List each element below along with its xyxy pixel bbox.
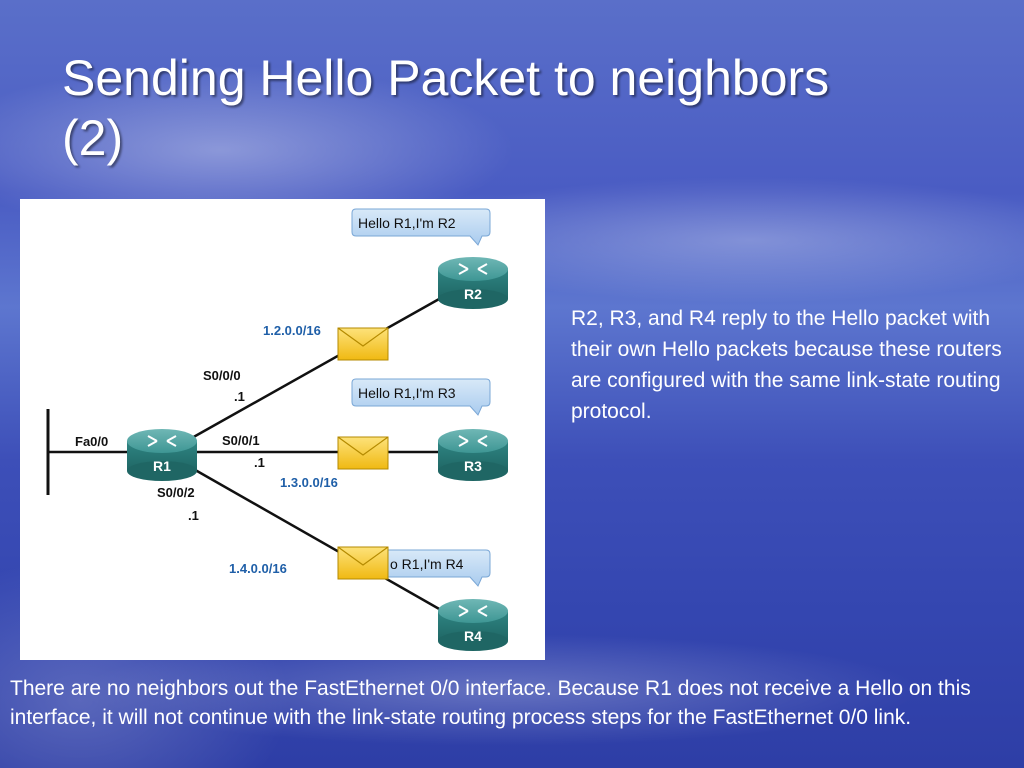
slide-title: Sending Hello Packet to neighbors (2) bbox=[62, 48, 962, 168]
slide-title-line1: Sending Hello Packet to neighbors bbox=[62, 50, 830, 106]
network-label-1-4: 1.4.0.0/16 bbox=[229, 561, 287, 576]
envelope-icon bbox=[337, 546, 389, 580]
network-label-1-2: 1.2.0.0/16 bbox=[263, 323, 321, 338]
slide-title-line2: (2) bbox=[62, 110, 124, 166]
network-label-1-3: 1.3.0.0/16 bbox=[280, 475, 338, 490]
envelope-icon bbox=[337, 327, 389, 361]
hello-bubble-r2-text: Hello R1,I'm R2 bbox=[358, 215, 456, 231]
router-label-r4: R4 bbox=[464, 628, 482, 644]
hello-bubble-r2: Hello R1,I'm R2 bbox=[351, 208, 491, 246]
interface-label-dot1-c: .1 bbox=[188, 508, 199, 523]
interface-label-s001: S0/0/1 bbox=[222, 433, 260, 448]
network-diagram: Hello R1,I'm R2 Hello R1,I'm R3 o R1,I'm… bbox=[20, 199, 545, 660]
router-icon-r1: R1 bbox=[127, 429, 197, 481]
interface-label-fa00: Fa0/0 bbox=[75, 434, 108, 449]
interface-label-dot1-a: .1 bbox=[234, 389, 245, 404]
hello-bubble-r4-text: o R1,I'm R4 bbox=[390, 556, 464, 572]
router-icon-r2: R2 bbox=[438, 257, 508, 309]
router-label-r1: R1 bbox=[153, 458, 171, 474]
link-r1-r2 bbox=[189, 292, 449, 441]
hello-bubble-r3-text: Hello R1,I'm R3 bbox=[358, 385, 456, 401]
interface-label-dot1-b: .1 bbox=[254, 455, 265, 470]
router-icon-r3: R3 bbox=[438, 429, 508, 481]
network-diagram-svg: Hello R1,I'm R2 Hello R1,I'm R3 o R1,I'm… bbox=[46, 208, 508, 651]
router-label-r2: R2 bbox=[464, 286, 482, 302]
hello-bubble-r3: Hello R1,I'm R3 bbox=[351, 378, 491, 416]
link-r1-r4 bbox=[189, 465, 449, 616]
router-label-r3: R3 bbox=[464, 458, 482, 474]
envelope-icon bbox=[337, 436, 389, 470]
interface-label-s002: S0/0/2 bbox=[157, 485, 195, 500]
router-icon-r4: R4 bbox=[438, 599, 508, 651]
description-text: R2, R3, and R4 reply to the Hello packet… bbox=[571, 307, 1002, 423]
footnote-text: There are no neighbors out the FastEther… bbox=[10, 677, 971, 729]
interface-label-s000: S0/0/0 bbox=[203, 368, 241, 383]
